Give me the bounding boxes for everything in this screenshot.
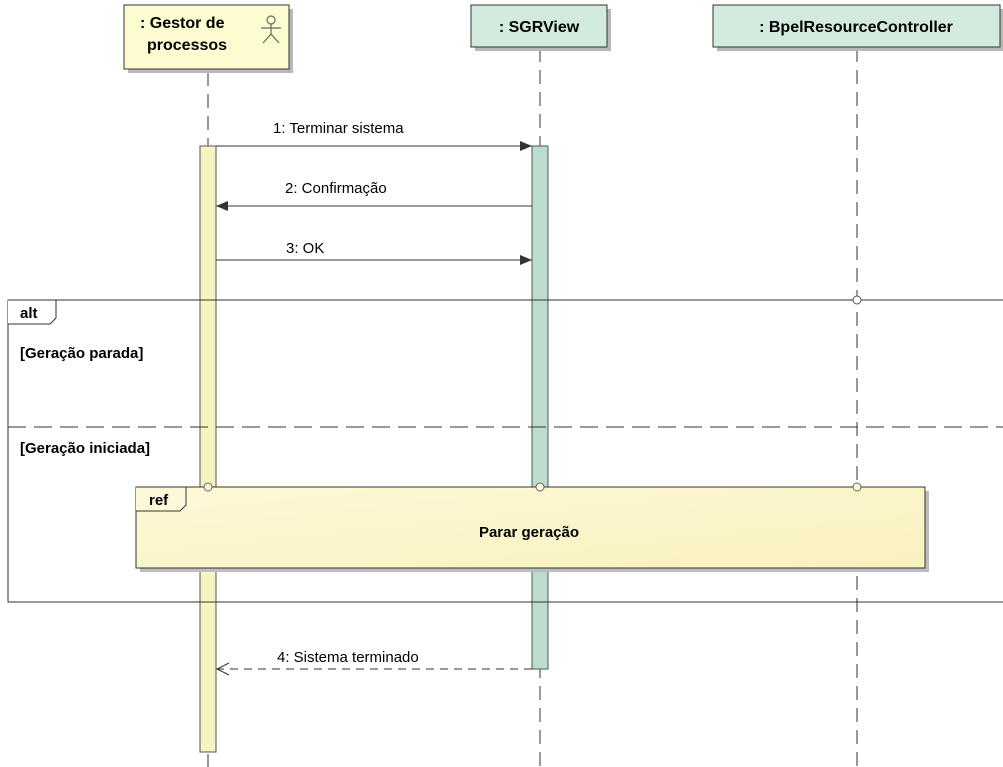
- message-4-label: 4: Sistema terminado: [277, 649, 419, 666]
- actor-stick-figure-icon: [261, 15, 281, 44]
- message-3-label: 3: OK: [286, 240, 324, 257]
- ref-gate-sgrview: [535, 482, 545, 492]
- ref-gate-bpel: [852, 482, 862, 492]
- alt-fragment[interactable]: alt [Geração parada] [Geração iniciada]: [7, 295, 1003, 603]
- message-3[interactable]: 3: OK: [216, 240, 532, 265]
- alt-guard-2: [Geração iniciada]: [20, 440, 150, 457]
- lifeline-header-bpel[interactable]: : BpelResourceController: [712, 4, 1003, 51]
- ref-gate-gestor: [203, 482, 213, 492]
- fragment-gate-bpel: [852, 295, 862, 305]
- lifeline-header-gestor[interactable]: : Gestor de processos: [123, 4, 293, 73]
- alt-guard-1: [Geração parada]: [20, 345, 143, 362]
- message-4[interactable]: 4: Sistema terminado: [215, 649, 532, 676]
- lifeline-gestor-title-line2: processos: [147, 37, 227, 54]
- activation-bar-sgrview: [531, 145, 549, 670]
- lifeline-bpel-title: : BpelResourceController: [759, 19, 953, 36]
- lifeline-header-sgrview[interactable]: : SGRView: [470, 4, 611, 51]
- activation-bar-gestor: [199, 145, 217, 753]
- message-2[interactable]: 2: Confirmação: [216, 180, 532, 211]
- lifeline-sgrview-title: : SGRView: [499, 19, 580, 36]
- message-1-label: 1: Terminar sistema: [273, 120, 404, 137]
- ref-interaction-use[interactable]: ref Parar geração: [135, 482, 929, 572]
- message-1[interactable]: 1: Terminar sistema: [216, 120, 532, 151]
- alt-operator-label: alt: [20, 305, 38, 322]
- message-2-label: 2: Confirmação: [285, 180, 387, 197]
- lifeline-gestor-title-line1: : Gestor de: [140, 15, 225, 32]
- ref-operator-label: ref: [149, 492, 169, 509]
- ref-title: Parar geração: [479, 524, 579, 541]
